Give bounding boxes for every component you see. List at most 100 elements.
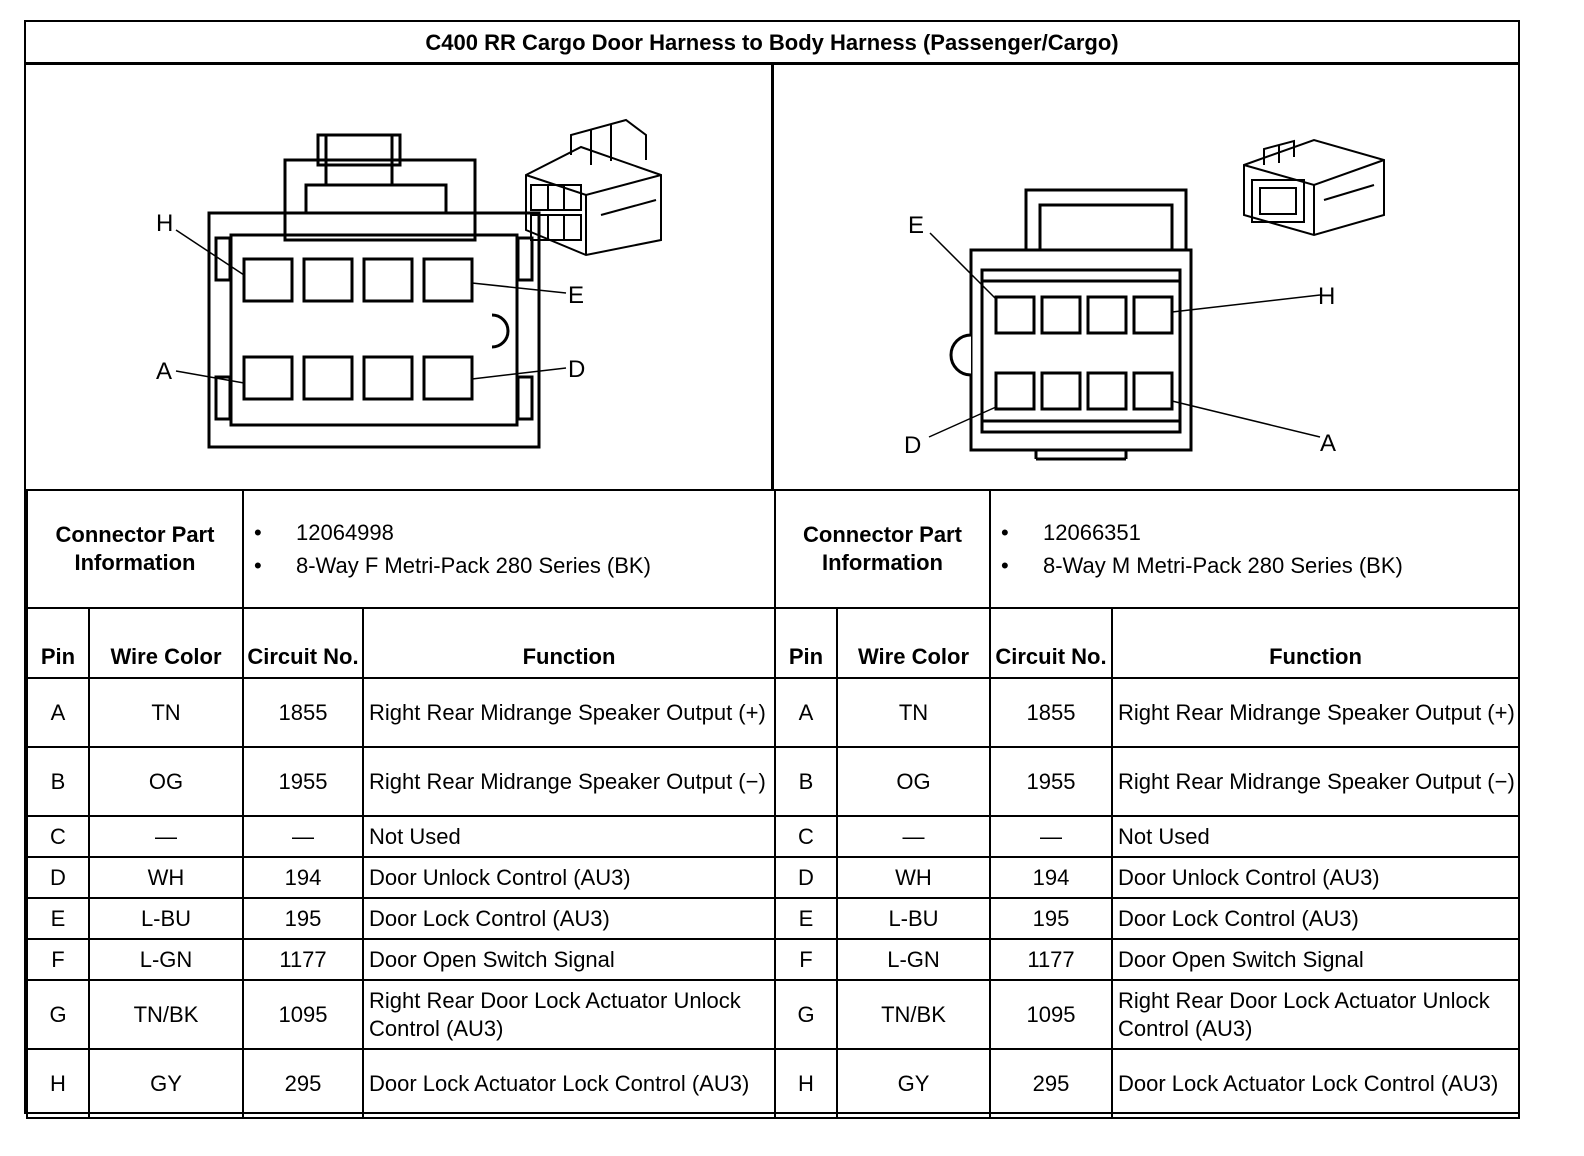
right-leader-e xyxy=(929,232,997,300)
page-title: C400 RR Cargo Door Harness to Body Harne… xyxy=(26,22,1518,65)
right-connector-isometric-icon xyxy=(1243,138,1385,237)
wire-color-cell: WH xyxy=(88,856,244,899)
function-cell: Door Unlock Control (AU3) xyxy=(1111,856,1520,899)
left-connector-isometric-icon xyxy=(525,118,662,257)
right-label-h: H xyxy=(1318,283,1335,310)
right-info-label: Connector Part Information xyxy=(774,489,991,609)
right-label-a: A xyxy=(1320,430,1336,457)
pin-cell: D xyxy=(774,856,838,899)
pin-cell: G xyxy=(774,979,838,1050)
wire-color-cell: L-BU xyxy=(836,897,991,940)
wire-color-cell: L-BU xyxy=(88,897,244,940)
circuit-cell: 195 xyxy=(242,897,364,940)
circuit-cell: 1095 xyxy=(989,979,1113,1050)
left-connector-info: Connector Part Information 12064998 8-Wa… xyxy=(26,489,776,609)
wire-color-cell: TN xyxy=(88,677,244,748)
column-header-function: Function xyxy=(362,607,776,679)
left-label-e: E xyxy=(568,282,584,309)
column-header-circuit: Circuit No. xyxy=(989,607,1113,679)
wire-color-cell: L-GN xyxy=(88,938,244,981)
pin-cell: H xyxy=(26,1048,90,1119)
right-leader-h xyxy=(1171,294,1321,313)
pin-cell: G xyxy=(26,979,90,1050)
wire-color-cell: — xyxy=(88,815,244,858)
circuit-cell: 295 xyxy=(989,1048,1113,1119)
function-cell: Door Lock Control (AU3) xyxy=(1111,897,1520,940)
function-cell: Door Lock Actuator Lock Control (AU3) xyxy=(1111,1048,1520,1119)
wire-color-cell: TN/BK xyxy=(836,979,991,1050)
wire-color-cell: GY xyxy=(88,1048,244,1119)
pin-cell: C xyxy=(26,815,90,858)
function-cell: Right Rear Midrange Speaker Output (−) xyxy=(362,746,776,817)
function-cell: Door Open Switch Signal xyxy=(1111,938,1520,981)
pin-cell: C xyxy=(774,815,838,858)
circuit-cell: 1177 xyxy=(989,938,1113,981)
left-label-a: A xyxy=(156,358,172,385)
left-latch-housing xyxy=(283,158,477,242)
left-leader-d xyxy=(471,367,567,380)
wire-color-cell: TN xyxy=(836,677,991,748)
circuit-cell: 194 xyxy=(242,856,364,899)
circuit-cell: 1095 xyxy=(242,979,364,1050)
function-cell: Door Open Switch Signal xyxy=(362,938,776,981)
wire-color-cell: TN/BK xyxy=(88,979,244,1050)
left-connector-body xyxy=(207,211,541,449)
right-latch-housing xyxy=(1024,188,1188,250)
connector-sheet: C400 RR Cargo Door Harness to Body Harne… xyxy=(24,20,1520,1119)
circuit-cell: 295 xyxy=(242,1048,364,1119)
left-leader-a xyxy=(175,370,245,384)
column-header-wire-color: Wire Color xyxy=(836,607,991,679)
column-header-circuit: Circuit No. xyxy=(242,607,364,679)
right-info-values: 12066351 8-Way M Metri-Pack 280 Series (… xyxy=(989,489,1520,609)
table-row: C——Not Used xyxy=(774,815,1520,858)
wire-color-cell: — xyxy=(836,815,991,858)
pin-cell: F xyxy=(774,938,838,981)
right-leader-a xyxy=(1171,400,1321,438)
function-cell: Not Used xyxy=(1111,815,1520,858)
pin-cell: E xyxy=(774,897,838,940)
circuit-cell: 1855 xyxy=(242,677,364,748)
column-header-pin: Pin xyxy=(774,607,838,679)
left-leader-e xyxy=(471,282,567,294)
left-info-label: Connector Part Information xyxy=(26,489,244,609)
function-cell: Door Lock Actuator Lock Control (AU3) xyxy=(362,1048,776,1119)
column-header-pin: Pin xyxy=(26,607,90,679)
left-label-d: D xyxy=(568,356,585,383)
function-cell: Right Rear Door Lock Actuator Unlock Con… xyxy=(1111,979,1520,1050)
function-cell: Right Rear Midrange Speaker Output (+) xyxy=(1111,677,1520,748)
right-part-number: 12066351 xyxy=(1001,516,1518,549)
pin-cell: E xyxy=(26,897,90,940)
function-cell: Right Rear Midrange Speaker Output (−) xyxy=(1111,746,1520,817)
column-header-function: Function xyxy=(1111,607,1520,679)
right-label-e: E xyxy=(908,212,924,239)
wire-color-cell: OG xyxy=(836,746,991,817)
right-label-d: D xyxy=(904,432,921,459)
circuit-cell: 1177 xyxy=(242,938,364,981)
circuit-cell: — xyxy=(242,815,364,858)
pin-cell: B xyxy=(774,746,838,817)
left-leader-h xyxy=(175,229,245,276)
right-leader-d xyxy=(928,406,997,438)
pin-cell: F xyxy=(26,938,90,981)
wire-color-cell: WH xyxy=(836,856,991,899)
right-part-description: 8-Way M Metri-Pack 280 Series (BK) xyxy=(1001,549,1518,582)
function-cell: Right Rear Door Lock Actuator Unlock Con… xyxy=(362,979,776,1050)
circuit-cell: 194 xyxy=(989,856,1113,899)
function-cell: Not Used xyxy=(362,815,776,858)
left-connector-diagram: H E A D xyxy=(156,118,662,449)
left-part-number: 12064998 xyxy=(254,516,774,549)
left-pin-cavities xyxy=(242,257,474,401)
